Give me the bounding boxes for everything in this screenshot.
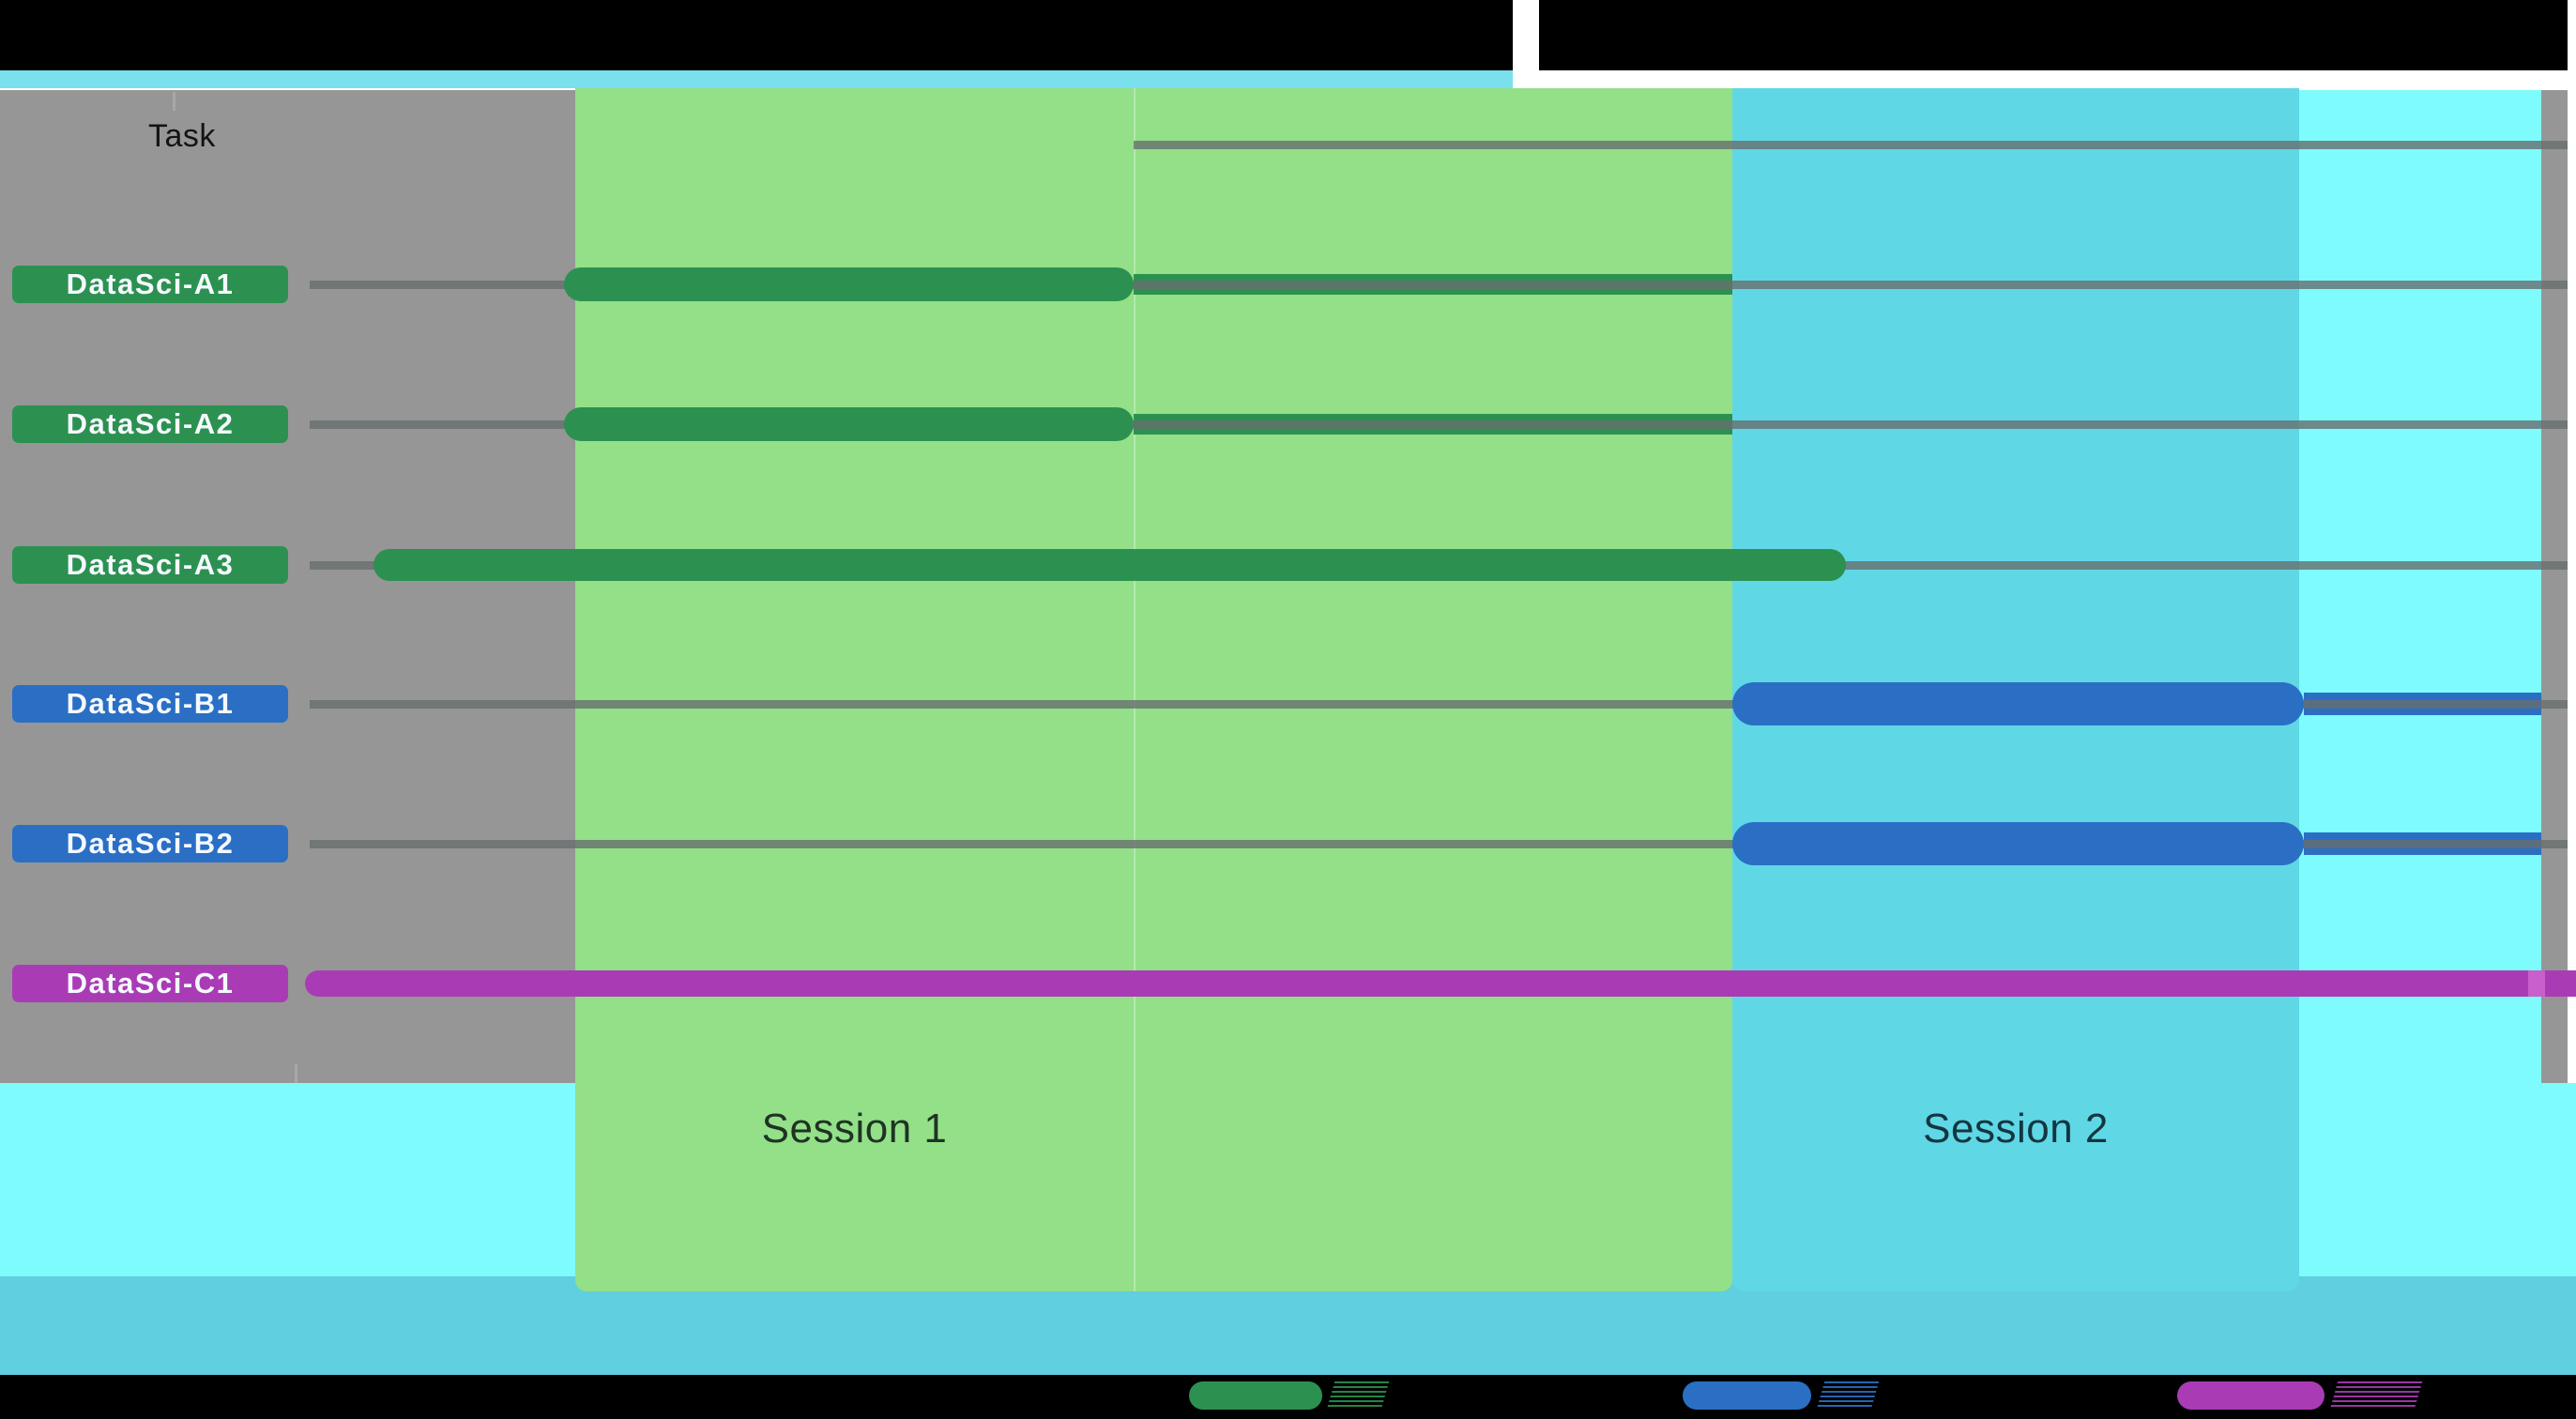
gridline [1134, 140, 2568, 149]
axis-tick [295, 1064, 297, 1083]
top-occlusion-bar-left [0, 0, 1513, 73]
legend-pill-series-a [1189, 1381, 1322, 1410]
gridline [1134, 420, 1732, 429]
top-cyan-strip [0, 70, 1513, 88]
legend-label-occluded-series-c [2329, 1381, 2423, 1410]
gridline [310, 839, 2568, 848]
task-bar-datasci-c1 [305, 970, 2576, 997]
legend-label-occluded-series-b [1816, 1381, 1880, 1410]
row-label-datasci-c1: DataSci-C1 [12, 965, 288, 1002]
session1-label: Session 1 [761, 1106, 948, 1152]
task-column-header: Task [148, 118, 216, 154]
session2-label: Session 2 [1923, 1106, 2109, 1152]
gridline [310, 699, 2568, 709]
row-label-datasci-b1: DataSci-B1 [12, 685, 288, 723]
task-bar-datasci-b1 [1732, 682, 2304, 725]
task-bar-highlight-segment [2528, 970, 2545, 997]
task-bar-datasci-a1 [564, 267, 1134, 301]
legend-label-occluded-series-a [1326, 1381, 1390, 1410]
legend-pill-series-c [2177, 1381, 2324, 1410]
task-bar-datasci-b2 [1732, 822, 2304, 865]
top-white-strip [1513, 70, 2576, 88]
gridline [1134, 280, 1732, 289]
bottom-cyan-band [0, 1276, 2576, 1375]
gridline [2304, 699, 2541, 709]
post-session2-region [2299, 90, 2541, 1276]
row-label-datasci-b2: DataSci-B2 [12, 825, 288, 862]
task-bar-datasci-a3 [373, 549, 1846, 581]
row-label-datasci-a3: DataSci-A3 [12, 546, 288, 584]
row-label-datasci-a1: DataSci-A1 [12, 266, 288, 303]
task-bar-datasci-a2 [564, 407, 1134, 441]
axis-tick [173, 92, 175, 111]
legend-pill-series-b [1683, 1381, 1811, 1410]
top-occlusion-bar-right [1539, 0, 2568, 73]
gridline [2304, 839, 2541, 848]
session1-divider [1134, 86, 1136, 1291]
row-label-datasci-a2: DataSci-A2 [12, 405, 288, 443]
